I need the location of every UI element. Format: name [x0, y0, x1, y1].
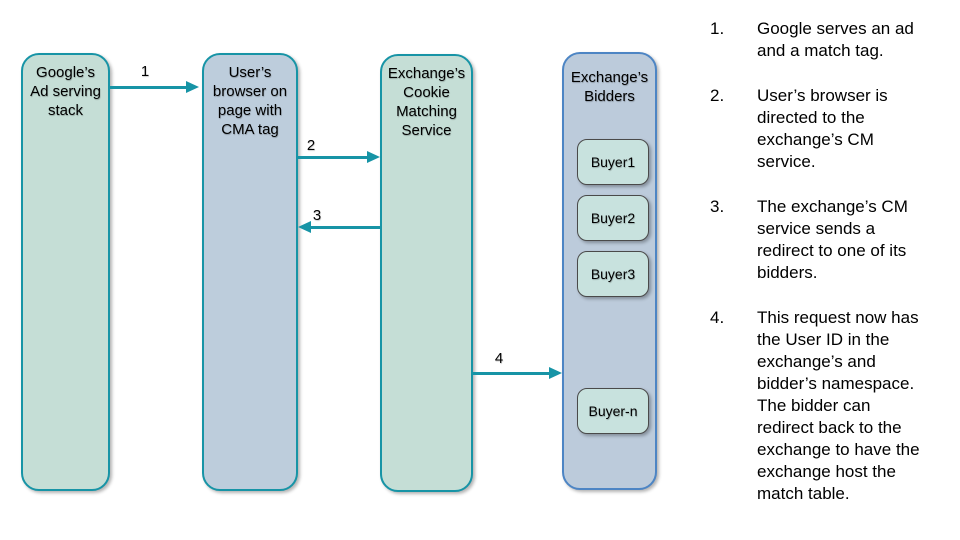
buyer2-label: Buyer2 [590, 210, 636, 226]
arrow-1-google-to-browser [110, 81, 199, 93]
node-user-browser-label: User’s browser on page with CMA tag [212, 64, 288, 138]
step-3-number: 3. [710, 197, 725, 216]
node-google-ad-serving-stack: Google’s Ad serving stack [21, 53, 110, 491]
buyer3-label: Buyer3 [590, 266, 636, 282]
step-3-text: The exchange’s CM service sends a redire… [757, 197, 908, 282]
step-1-text: Google serves an ad and a match tag. [757, 19, 914, 60]
arrow-3-head-icon [298, 221, 311, 233]
arrow-1-number: 1 [140, 63, 150, 80]
step-item-1: 1. Google serves an ad and a match tag. [710, 18, 955, 62]
node-exchange-bidders-label: Exchange’s Bidders [570, 69, 649, 105]
arrow-2-number: 2 [306, 137, 316, 154]
step-1-number: 1. [710, 19, 725, 38]
step-4-number: 4. [710, 308, 725, 327]
arrow-4-shaft [473, 371, 551, 375]
buyer-n-box: Buyer-n [577, 388, 649, 434]
step-item-3: 3. The exchange’s CM service sends a red… [710, 196, 955, 284]
arrow-3-number: 3 [312, 207, 322, 224]
node-google-ad-serving-stack-label: Google’s Ad serving stack [30, 64, 101, 119]
arrow-2-browser-to-cm [298, 151, 380, 163]
buyer2-box: Buyer2 [577, 195, 649, 241]
node-user-browser: User’s browser on page with CMA tag [202, 53, 298, 491]
arrow-3-shaft [309, 225, 380, 229]
buyer1-box: Buyer1 [577, 139, 649, 185]
arrow-2-shaft [298, 155, 369, 159]
arrow-4-head-icon [549, 367, 562, 379]
step-item-2: 2. User’s browser is directed to the exc… [710, 85, 955, 173]
node-exchange-bidders: Exchange’s Bidders Buyer1 Buyer2 Buyer3 … [562, 52, 657, 490]
arrow-1-shaft [110, 85, 188, 89]
step-2-number: 2. [710, 86, 725, 105]
step-4-text: This request now has the User ID in the … [757, 308, 920, 503]
buyer1-label: Buyer1 [590, 154, 636, 170]
steps-list: 1. Google serves an ad and a match tag. … [710, 18, 955, 528]
arrow-2-head-icon [367, 151, 380, 163]
arrow-1-head-icon [186, 81, 199, 93]
node-cookie-matching-service-label: Exchange’s Cookie Matching Service [387, 65, 466, 139]
step-2-text: User’s browser is directed to the exchan… [757, 86, 888, 171]
buyer3-box: Buyer3 [577, 251, 649, 297]
buyer-n-label: Buyer-n [588, 403, 638, 419]
step-item-4: 4. This request now has the User ID in t… [710, 307, 955, 505]
arrow-3-cm-to-browser [298, 221, 380, 233]
arrow-4-number: 4 [494, 350, 504, 367]
node-cookie-matching-service: Exchange’s Cookie Matching Service [380, 54, 473, 492]
arrow-4-cm-to-bidders [473, 367, 562, 379]
